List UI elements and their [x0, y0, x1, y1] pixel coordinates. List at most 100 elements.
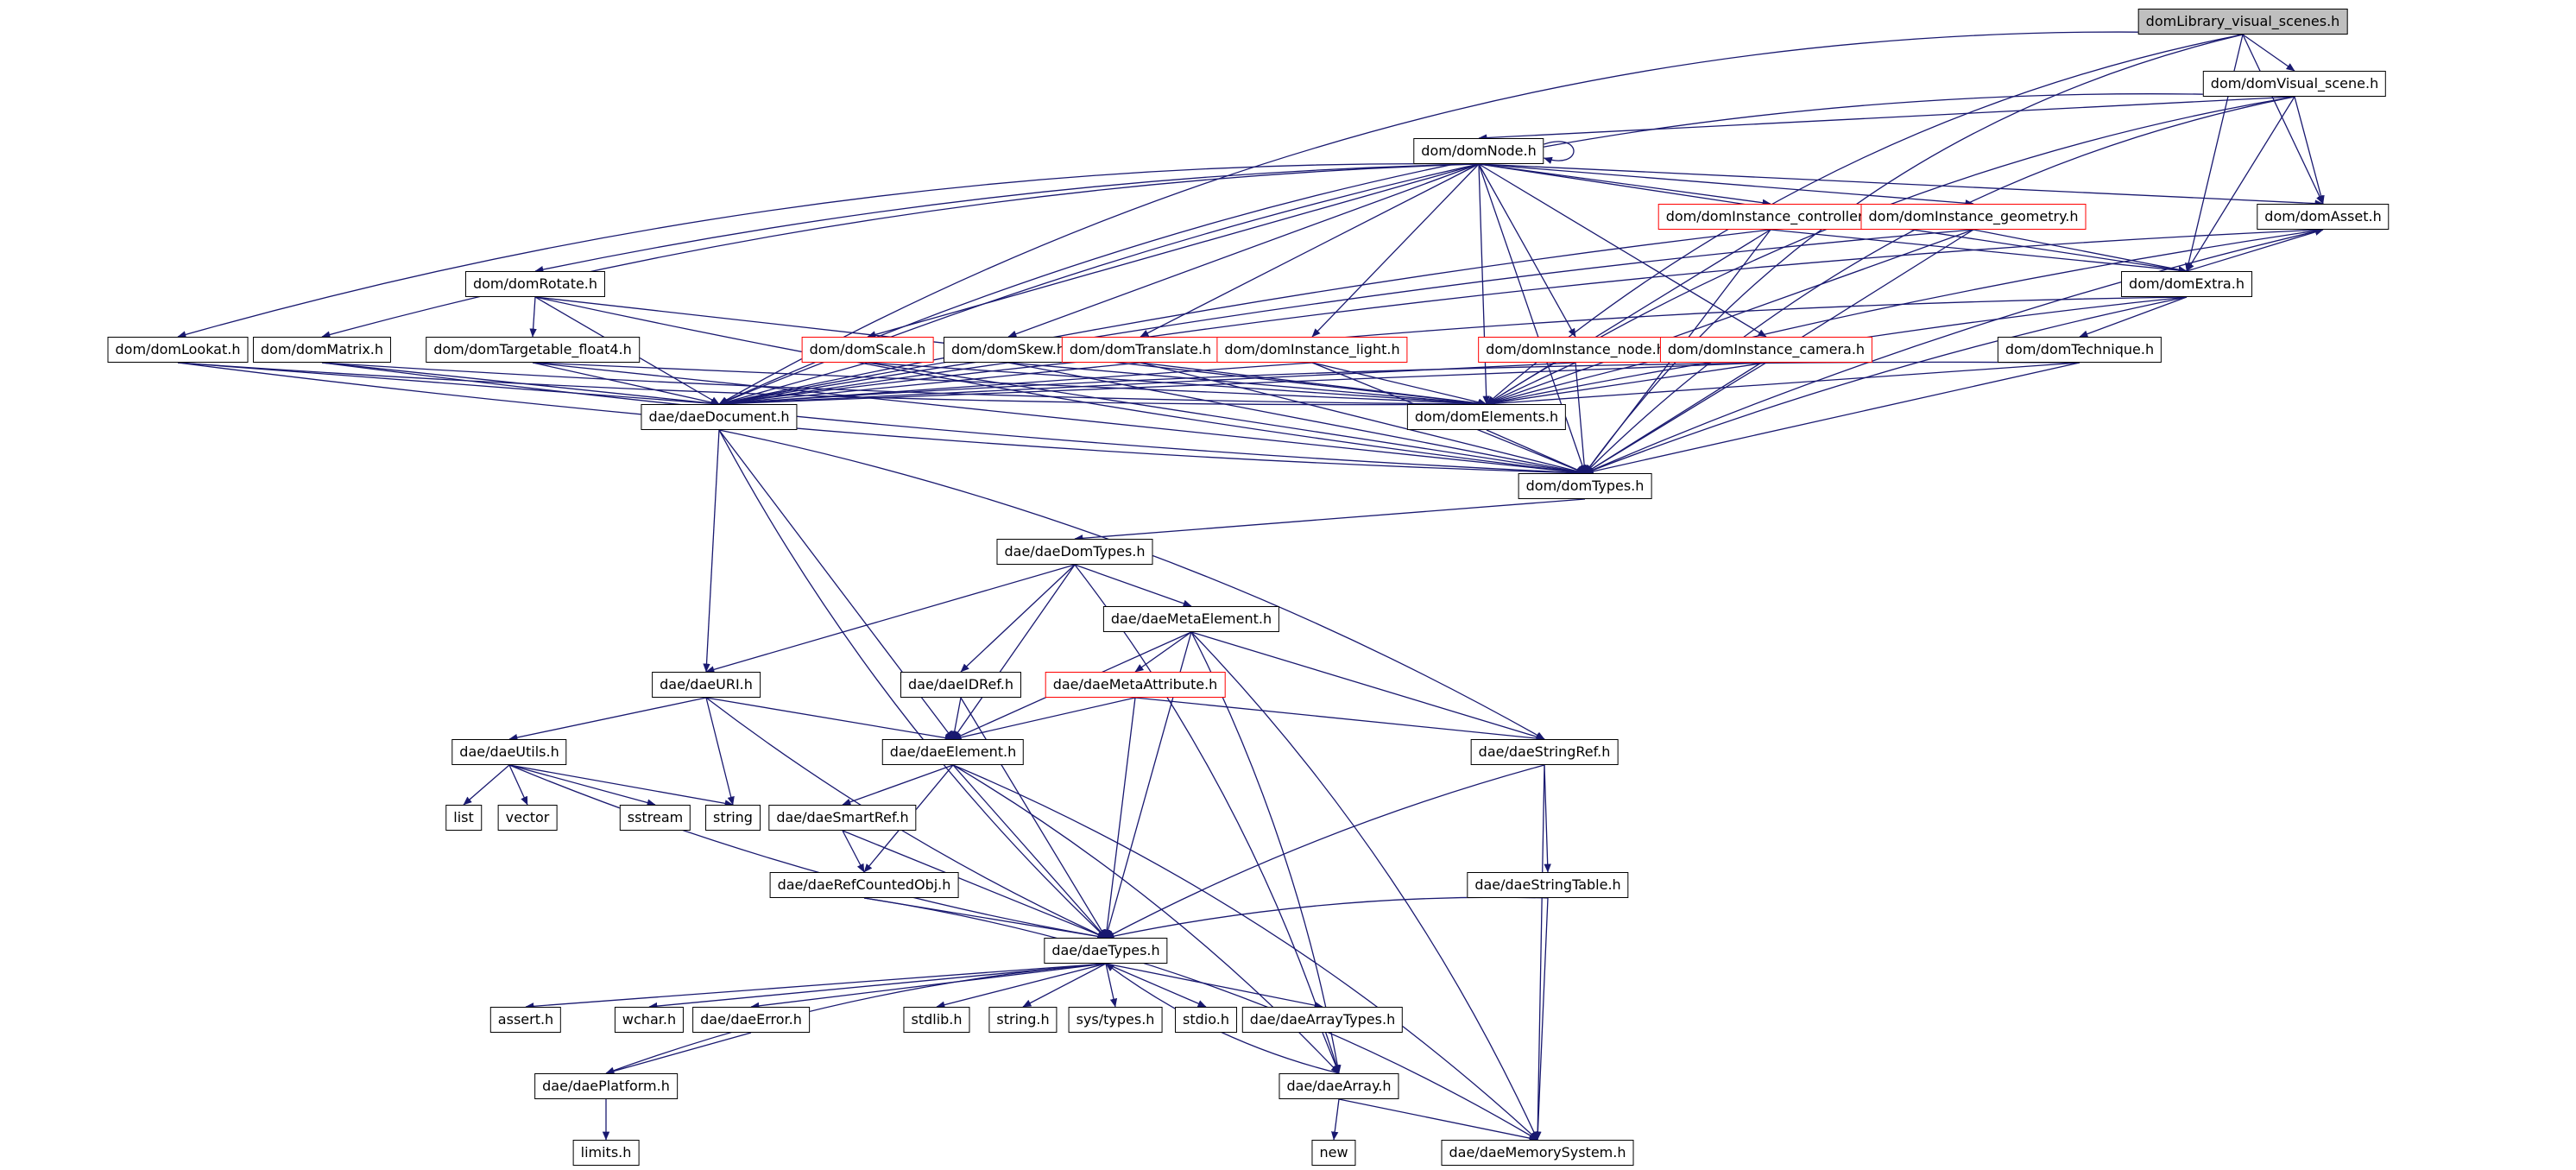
- edge-node-node: [1543, 141, 1575, 164]
- graph-node-icam[interactable]: dom/domInstance_camera.h: [1659, 337, 1873, 363]
- graph-node-elements[interactable]: dom/domElements.h: [1406, 404, 1567, 430]
- edge-smartref-daetypes: [842, 830, 1107, 939]
- edge-doc-daetypes: [718, 429, 1107, 939]
- edge-uri-utils: [508, 697, 707, 742]
- edge-ictrl-doc: [718, 229, 1771, 407]
- graph-node-lib: domLibrary_visual_scenes.h: [2137, 9, 2348, 35]
- edge-metaattr-elem: [952, 697, 1136, 742]
- edge-daetypes-stdlib: [936, 963, 1107, 1009]
- graph-node-limits: limits.h: [572, 1140, 640, 1166]
- edge-ilight-doc: [718, 362, 1313, 408]
- graph-node-types[interactable]: dom/domTypes.h: [1518, 473, 1652, 499]
- edge-daetypes-error: [750, 963, 1107, 1010]
- edge-group: [177, 31, 2325, 1142]
- graph-node-metaattr[interactable]: dae/daeMetaAttribute.h: [1045, 672, 1226, 698]
- edge-tech-doc: [718, 361, 2080, 408]
- graph-node-metaelem[interactable]: dae/daeMetaElement.h: [1102, 606, 1280, 632]
- edge-ilight-elements: [1311, 362, 1487, 406]
- graph-node-stringtable[interactable]: dae/daeStringTable.h: [1467, 872, 1629, 898]
- edge-elements-types: [1486, 429, 1586, 474]
- graph-node-tfloat4[interactable]: dom/domTargetable_float4.h: [426, 337, 640, 363]
- edge-metaelem-metaattr: [1134, 631, 1192, 673]
- edge-translate-elements: [1140, 362, 1487, 408]
- edge-lib-types: [1584, 34, 2244, 474]
- graph-node-node[interactable]: dom/domNode.h: [1413, 138, 1544, 164]
- graph-node-domtypes[interactable]: dae/daeDomTypes.h: [996, 539, 1153, 565]
- edge-igeom-extra: [1973, 229, 2188, 274]
- graph-node-rotate[interactable]: dom/domRotate.h: [464, 271, 606, 297]
- graph-node-memsys[interactable]: dae/daeMemorySystem.h: [1441, 1140, 1634, 1166]
- graph-node-ictrl[interactable]: dom/domInstance_controller.h: [1657, 204, 1884, 230]
- edge-lib-elements: [1486, 34, 2244, 405]
- edge-vis-types: [1584, 96, 2295, 474]
- graph-node-tech[interactable]: dom/domTechnique.h: [1997, 337, 2162, 363]
- edge-utils-vector: [508, 764, 528, 806]
- edge-metaattr-daetypes: [1102, 697, 1136, 939]
- graph-node-inode[interactable]: dom/domInstance_node.h: [1478, 337, 1673, 363]
- edge-smartref-refcounted: [842, 830, 865, 873]
- graph-node-lookat[interactable]: dom/domLookat.h: [107, 337, 249, 363]
- edge-arraytypes-array: [1322, 1032, 1340, 1074]
- graph-node-translate[interactable]: dom/domTranslate.h: [1061, 337, 1220, 363]
- graph-node-asset[interactable]: dom/domAsset.h: [2257, 204, 2390, 230]
- edge-inode-elements: [1486, 362, 1576, 405]
- edge-rotate-types: [534, 296, 1586, 477]
- graph-node-stringref[interactable]: dae/daeStringRef.h: [1470, 739, 1619, 765]
- edge-extra-types: [1584, 296, 2188, 474]
- graph-node-platform[interactable]: dae/daePlatform.h: [534, 1073, 678, 1099]
- graph-node-utils[interactable]: dae/daeUtils.h: [451, 739, 567, 765]
- graph-node-doc[interactable]: dae/daeDocument.h: [641, 404, 798, 430]
- edge-stringref-daetypes: [1105, 764, 1545, 939]
- edge-elem-daetypes: [952, 764, 1107, 939]
- graph-node-skew[interactable]: dom/domSkew.h: [944, 337, 1073, 363]
- edge-node-scale: [867, 163, 1480, 338]
- edge-daetypes-platform: [605, 963, 1107, 1074]
- edge-vis-node: [1478, 96, 2295, 142]
- edge-lib-asset: [2242, 34, 2324, 205]
- graph-node-uri[interactable]: dae/daeURI.h: [652, 672, 761, 698]
- edge-scale-types: [867, 362, 1586, 476]
- edge-tech-types: [1584, 362, 2080, 476]
- edge-stringref-memsys: [1533, 764, 1545, 1141]
- graph-node-matrix[interactable]: dom/domMatrix.h: [252, 337, 392, 363]
- edge-elem-smartref: [842, 764, 954, 806]
- graph-node-daetypes[interactable]: dae/daeTypes.h: [1044, 938, 1168, 964]
- graph-node-vis[interactable]: dom/domVisual_scene.h: [2202, 71, 2387, 97]
- graph-node-array[interactable]: dae/daeArray.h: [1279, 1073, 1399, 1099]
- edge-igeom-elements: [1486, 229, 1974, 405]
- edge-icam-elements: [1486, 362, 1767, 407]
- graph-node-elem[interactable]: dae/daeElement.h: [881, 739, 1025, 765]
- edge-matrix-elements: [321, 362, 1487, 408]
- edge-extra-asset: [2186, 228, 2324, 272]
- graph-node-arraytypes[interactable]: dae/daeArrayTypes.h: [1241, 1007, 1404, 1033]
- edge-node-matrix: [321, 163, 1480, 338]
- edge-daetypes-arraytypes: [1105, 963, 1323, 1009]
- edge-lookat-doc: [177, 362, 720, 408]
- graph-node-extra[interactable]: dom/domExtra.h: [2121, 271, 2252, 297]
- graph-node-ilight[interactable]: dom/domInstance_light.h: [1216, 337, 1408, 363]
- edge-node-asset: [1478, 163, 2324, 207]
- edge-node-inode: [1478, 163, 1576, 338]
- edge-node-elements: [1478, 163, 1490, 405]
- edge-lib-vis: [2242, 34, 2295, 72]
- graph-node-stdlib: stdlib.h: [903, 1007, 970, 1033]
- graph-node-refcounted[interactable]: dae/daeRefCountedObj.h: [769, 872, 959, 898]
- edge-tfloat4-doc: [532, 362, 720, 407]
- edge-doc-uri: [703, 429, 720, 673]
- edge-stringref-stringtable: [1544, 764, 1551, 873]
- graph-node-stringh: string.h: [988, 1007, 1058, 1033]
- edge-stringtable-memsys: [1534, 897, 1549, 1141]
- graph-node-smartref[interactable]: dae/daeSmartRef.h: [768, 805, 917, 831]
- edge-metaelem-stringref: [1190, 631, 1545, 741]
- graph-node-scale[interactable]: dom/domScale.h: [801, 337, 934, 363]
- edge-igeom-doc: [718, 229, 1974, 407]
- edge-node-types: [1478, 163, 1586, 474]
- graph-node-idref[interactable]: dae/daeIDRef.h: [900, 672, 1021, 698]
- edge-vis-asset: [2294, 96, 2325, 205]
- graph-node-error[interactable]: dae/daeError.h: [692, 1007, 810, 1033]
- graph-node-vector: vector: [497, 805, 558, 831]
- graph-node-list: list: [445, 805, 482, 831]
- graph-node-igeom[interactable]: dom/domInstance_geometry.h: [1860, 204, 2087, 230]
- edge-metaelem-memsys: [1190, 631, 1538, 1141]
